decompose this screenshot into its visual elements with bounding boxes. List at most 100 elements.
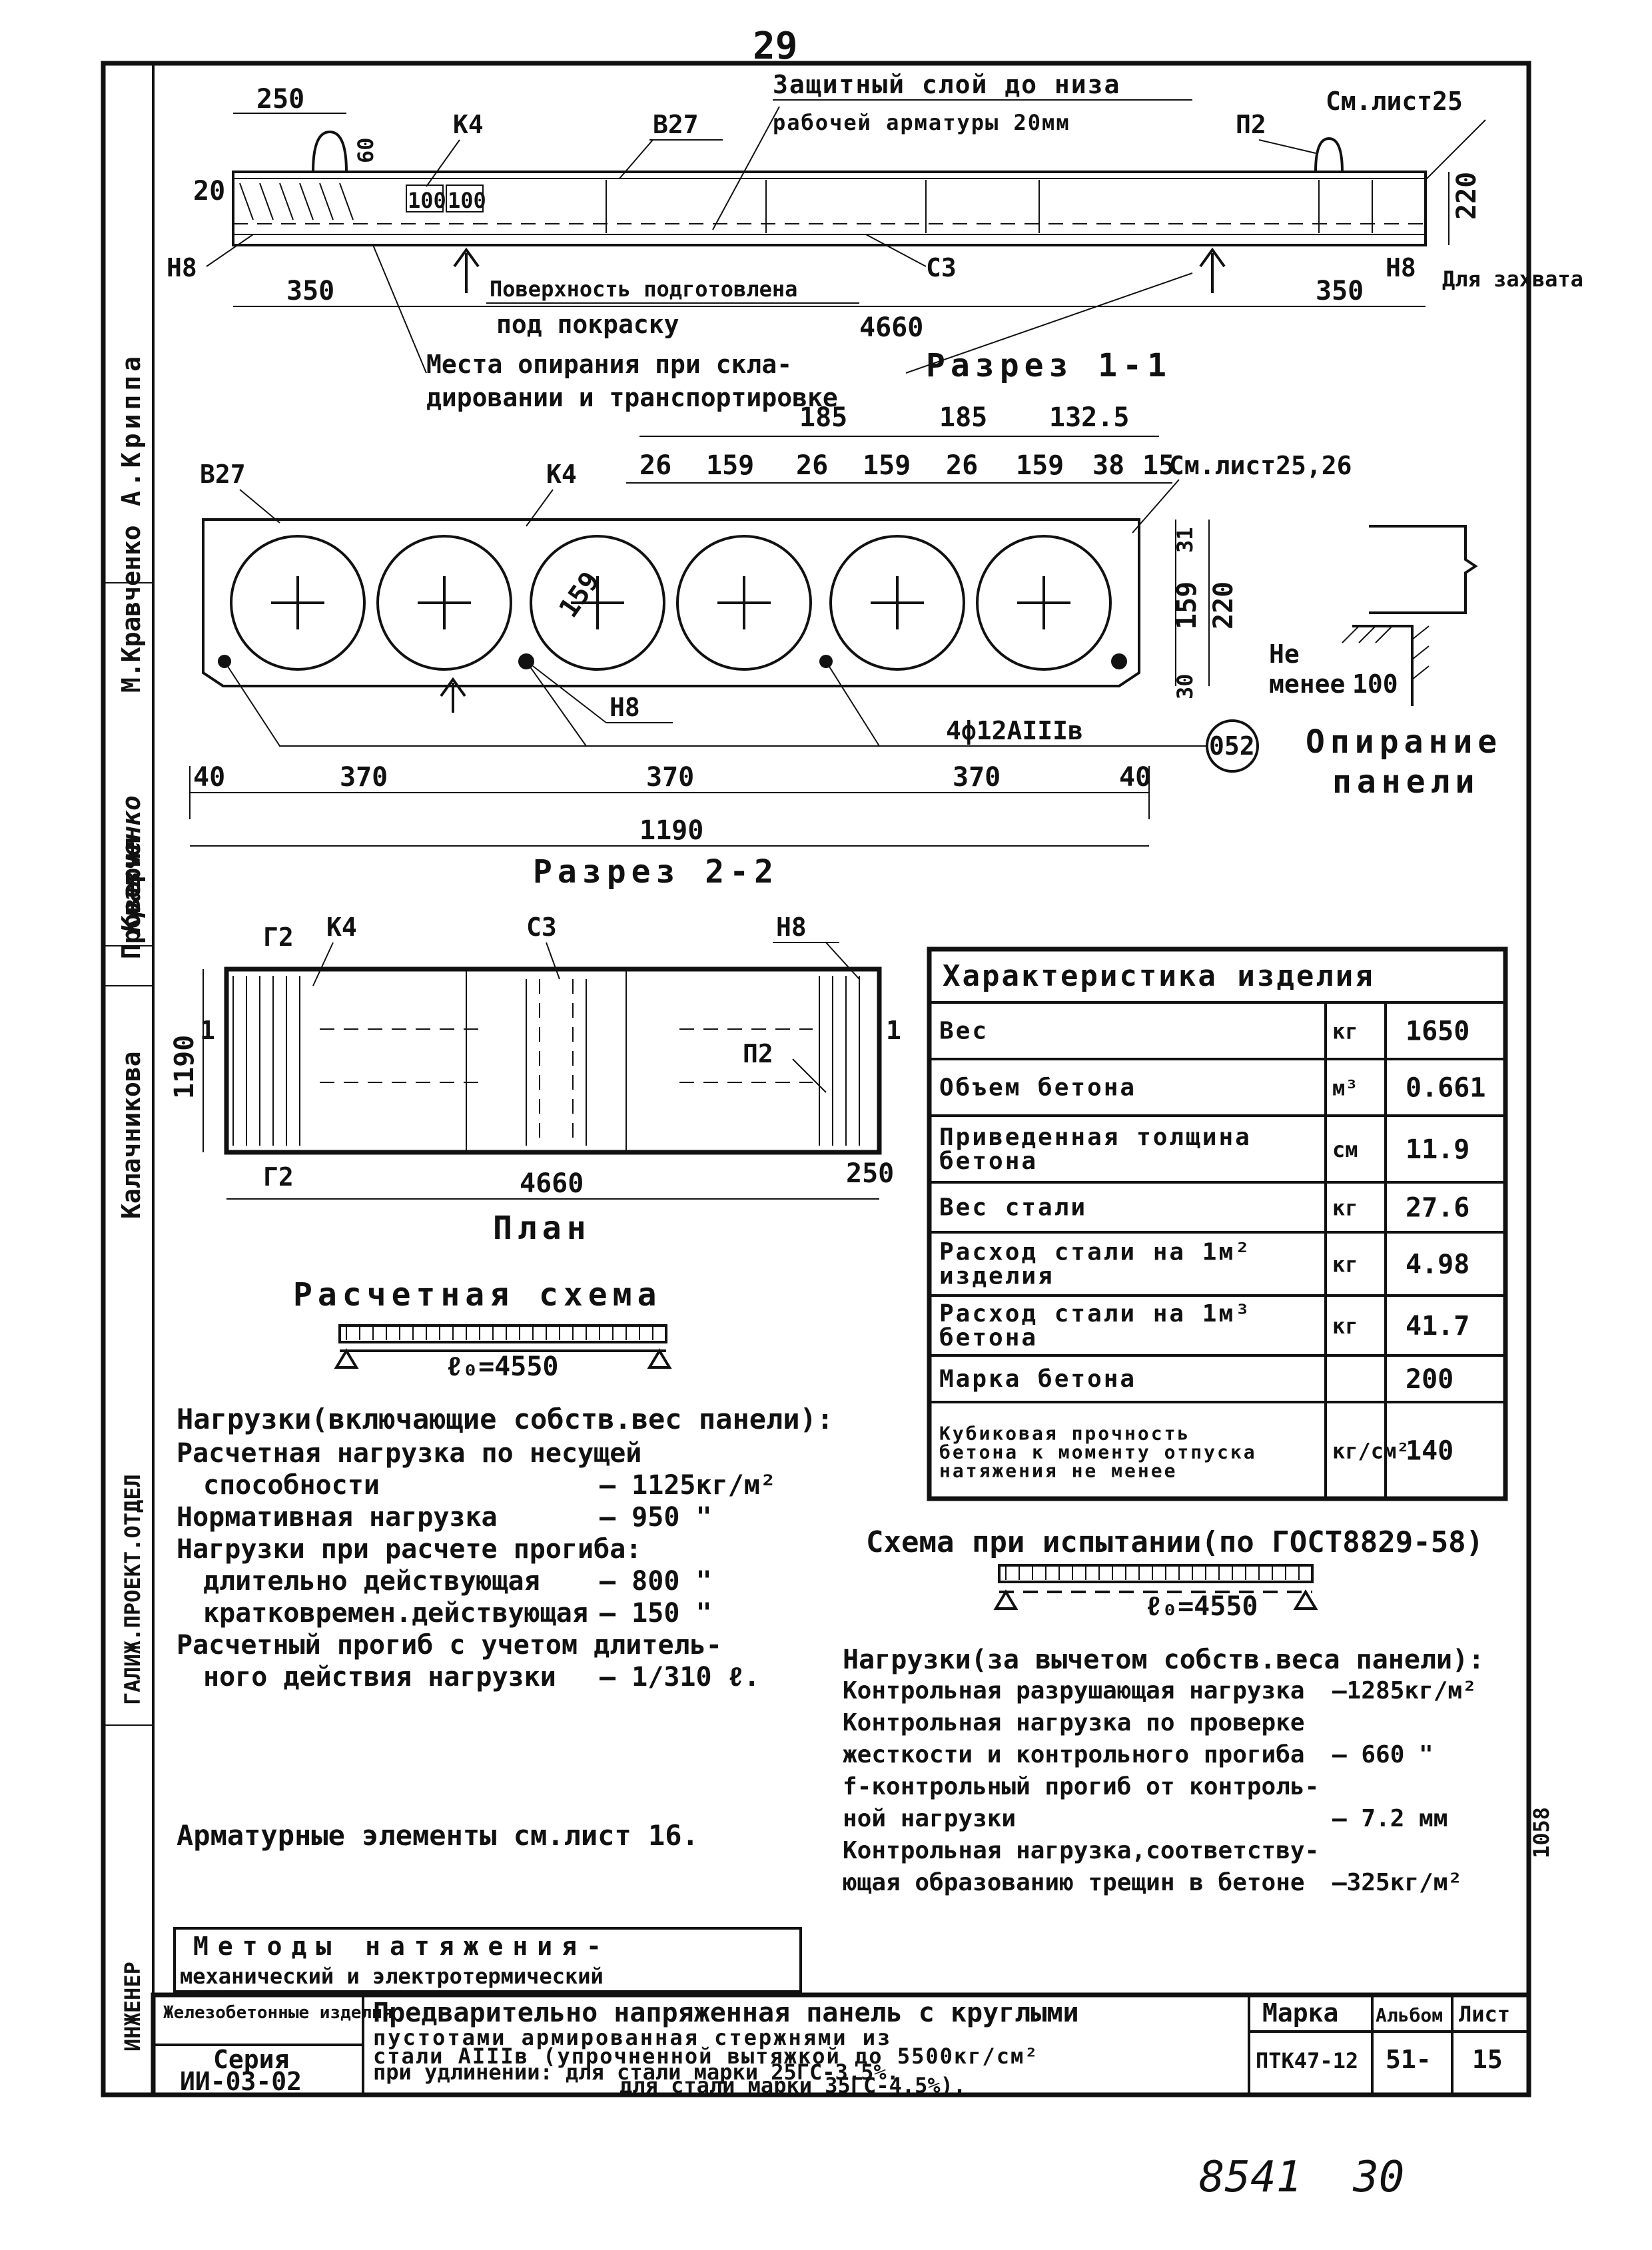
- right-dim-220: 220: [1208, 581, 1239, 629]
- margin-checked: Проверил: [117, 837, 146, 959]
- left-margin-strip: [102, 62, 155, 2096]
- void-circles: [230, 535, 1112, 671]
- char-row-unit-4: кг: [1332, 1196, 1358, 1221]
- sub-dim-4: 159: [863, 450, 911, 481]
- void-circle-3: [530, 535, 665, 671]
- bottom-dim-370-1: 370: [340, 762, 388, 793]
- tb-name-5: для стали марки 35ГС-4.5%).: [620, 2073, 966, 2098]
- support-note-100: 100: [1352, 669, 1398, 699]
- v27-leader: [619, 139, 653, 179]
- stirrup-marks: [606, 180, 1373, 233]
- calc-line-value-2: — 1125кг/м²: [600, 1470, 776, 1501]
- k4-plan-leader: [312, 942, 334, 986]
- lifting-loop-left: [312, 130, 348, 173]
- rebar-dot-4: [1111, 653, 1127, 669]
- support-title-2: панели: [1332, 763, 1479, 801]
- support-note-menee: менее: [1269, 669, 1345, 699]
- calc-line-8: ного действия нагрузки: [203, 1662, 556, 1692]
- char-row-name-7: Марка бетона: [939, 1365, 1136, 1393]
- test-title: Схема при испытании(по ГОСТ8829-58): [866, 1525, 1483, 1559]
- plan-width-dim: 1190: [169, 1035, 200, 1099]
- calc-span: ℓ₀=4550: [446, 1351, 559, 1382]
- n8-plan-leader: [825, 942, 860, 980]
- n8-left-leader: [206, 234, 254, 267]
- calc-loads-title: Нагрузки(включающие собств.вес панели):: [177, 1403, 833, 1435]
- plan-title: План: [493, 1210, 592, 1247]
- sub-dim-1: 26: [639, 450, 671, 481]
- test-line-7: ющая образованию трещин в бетоне: [843, 1869, 1305, 1896]
- label-k4-sec: К4: [546, 460, 577, 489]
- test-line-value-5: — 7.2 мм: [1332, 1805, 1447, 1832]
- total-dim-1190: 1190: [639, 815, 703, 846]
- see-sheet-leader: [1425, 119, 1486, 181]
- char-row-unit-6: кг: [1332, 1313, 1358, 1339]
- test-scheme: Схема при испытании(по ГОСТ8829-58) ℓ₀=4…: [843, 1525, 1484, 1896]
- sub-dim-3: 26: [796, 450, 828, 481]
- p2-leader: [1258, 139, 1316, 154]
- test-loads-title: Нагрузки(за вычетом собств.веса панели):: [843, 1645, 1484, 1675]
- label-c2-top: Г2: [263, 923, 294, 952]
- see-sheet-25-26-leader: [1132, 479, 1180, 534]
- label-s3-plan: С3: [526, 913, 557, 942]
- char-row-name-line: Вес стали: [939, 1194, 1087, 1222]
- char-row-value-1: 1650: [1406, 1016, 1469, 1047]
- calc-line-value-6: — 150 ": [600, 1598, 712, 1629]
- bottom-dim-40-right: 40: [1119, 762, 1151, 793]
- plan-rib-dash: [539, 979, 574, 1146]
- char-row-value-3: 11.9: [1406, 1134, 1469, 1165]
- char-row-unit-2: м³: [1332, 1076, 1358, 1101]
- methods-line-2: механический и электротермический: [180, 1964, 604, 1989]
- plan-right-hatch: [819, 976, 860, 1146]
- k4-leader: [426, 139, 460, 187]
- label-n8-plan: Н8: [776, 913, 807, 942]
- calc-lines: Расчетная нагрузка по несущейспособности…: [177, 1438, 776, 1692]
- plan-dim-250: 250: [846, 1158, 894, 1189]
- label-p2-elev: П2: [1236, 110, 1266, 139]
- right-dim-159: 159: [1172, 581, 1202, 629]
- char-row-name-line: Кубиковая прочность: [939, 1423, 1190, 1445]
- test-load-ticks: [1005, 1567, 1300, 1580]
- plan-dash-lines: [320, 1028, 813, 1083]
- right-dim-31: 31: [1172, 527, 1198, 553]
- support-arrow-left: [453, 247, 480, 293]
- k4-box-2: [446, 185, 484, 212]
- char-row-name-line: Вес: [939, 1018, 989, 1045]
- calc-supports: [334, 1348, 672, 1369]
- char-row-name-line: Приведенная толщина: [939, 1124, 1252, 1151]
- margin-name-krippa: А.Криппа: [117, 352, 146, 506]
- n8-sec-leader: [532, 665, 607, 723]
- k4-sec-leader: [526, 489, 554, 527]
- support-arrow-sec: [440, 677, 466, 713]
- char-row-name-line: натяжения не менее: [939, 1460, 1177, 1482]
- void-circle-1: [230, 535, 366, 671]
- void-circle-6: [976, 535, 1112, 671]
- void-circle-5: [829, 535, 965, 671]
- methods-box: [173, 1927, 802, 1993]
- support-panel-end: [1369, 525, 1478, 614]
- test-line-5: ной нагрузки: [843, 1805, 1016, 1832]
- void-cross-1: [271, 576, 324, 629]
- support-hatch: [1342, 625, 1430, 680]
- support-detail: Не менее 100 Опирание панели: [1269, 525, 1497, 801]
- label-052: 052: [1209, 731, 1255, 761]
- support-note-leader-2: [905, 272, 1193, 374]
- calc-line-6: кратковремен.действующая: [203, 1598, 588, 1629]
- test-supports: [993, 1589, 1318, 1610]
- top-dim-132: 132.5: [1049, 402, 1129, 433]
- see-sheet-25-elev: См.лист25: [1326, 87, 1463, 116]
- elevation-view: 100 100 250 60 20 К4 В27 Защитный слой д…: [167, 70, 1583, 412]
- void-cross-6: [1017, 576, 1070, 629]
- sub-dim-5: 26: [946, 450, 978, 481]
- surface-note-2: под покраску: [496, 310, 679, 339]
- protect-note-1: Защитный слой до низа: [773, 70, 1120, 99]
- tb-album: 51-: [1386, 2045, 1432, 2074]
- calc-title: Расчетная схема: [293, 1276, 661, 1313]
- calc-load-ticks: [346, 1327, 653, 1340]
- label-n8-sec: Н8: [610, 693, 640, 722]
- tb-name-2: пустотами армированная стержнями из: [373, 2025, 892, 2050]
